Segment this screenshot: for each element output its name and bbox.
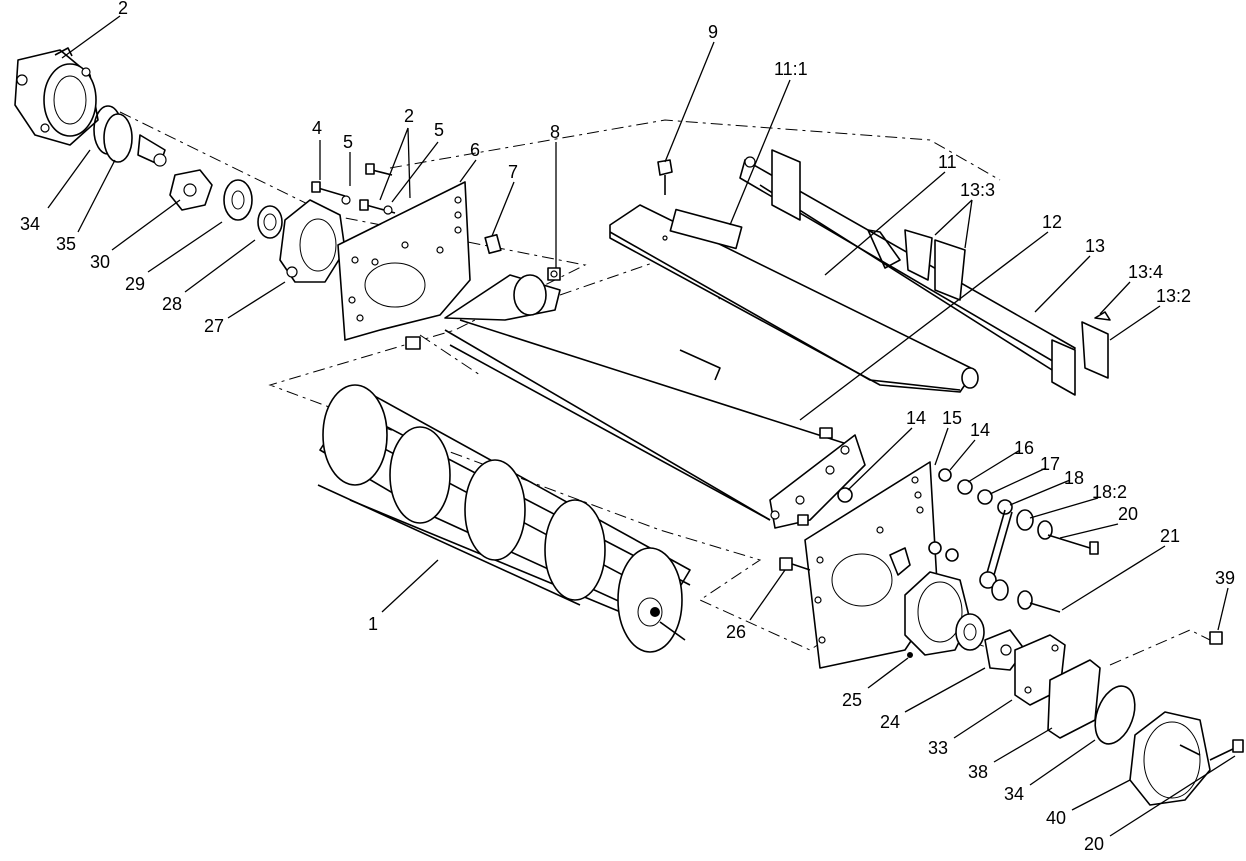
callout-14-left: 14 <box>906 408 926 428</box>
motor-housing <box>14 47 99 146</box>
callout-12: 12 <box>1042 212 1062 232</box>
callout-2-mid: 2 <box>404 106 414 126</box>
callout-5-right: 5 <box>434 120 444 140</box>
callout-17: 17 <box>1040 454 1060 474</box>
callout-20-bottom: 20 <box>1084 834 1104 854</box>
bolt-9 <box>657 159 673 241</box>
callout-13: 13 <box>1085 236 1105 256</box>
callout-14-right: 14 <box>970 420 990 440</box>
bar-13 <box>739 149 1111 396</box>
gasket-35 <box>103 113 133 163</box>
callout-2-top: 2 <box>118 0 128 18</box>
bolt-26 <box>779 557 811 571</box>
cover-40 <box>1129 711 1211 806</box>
spacer-7 <box>484 233 502 255</box>
callout-33: 33 <box>928 738 948 758</box>
callout-25: 25 <box>842 690 862 710</box>
callout-13-4: 13:4 <box>1128 262 1163 282</box>
callout-labels: 2 34 35 30 29 28 27 4 5 2 5 6 7 8 9 11:1… <box>20 0 1235 854</box>
bearing-28 <box>257 205 283 239</box>
callout-1: 1 <box>368 614 378 634</box>
callout-24: 24 <box>880 712 900 732</box>
spider-coupling-29 <box>169 169 213 211</box>
callout-5-left: 5 <box>343 132 353 152</box>
callout-27: 27 <box>204 316 224 336</box>
callout-35: 35 <box>56 234 76 254</box>
callout-28: 28 <box>162 294 182 314</box>
callout-9: 9 <box>708 22 718 42</box>
leader-lines <box>47 15 1236 837</box>
callout-6: 6 <box>470 140 480 160</box>
callout-38: 38 <box>968 762 988 782</box>
callout-34-right: 34 <box>1004 784 1024 804</box>
nut-8 <box>547 267 561 281</box>
frame-12 <box>444 274 866 529</box>
callout-18: 18 <box>1064 468 1084 488</box>
callout-7: 7 <box>508 162 518 182</box>
side-plate-left-6 <box>337 181 471 350</box>
callout-13-3: 13:3 <box>960 180 995 200</box>
callout-18-2: 18:2 <box>1092 482 1127 502</box>
callout-34-left: 34 <box>20 214 40 234</box>
callout-40: 40 <box>1046 808 1066 828</box>
bolts-upper <box>311 163 396 215</box>
coupler-30 <box>137 134 167 167</box>
callout-16: 16 <box>1014 438 1034 458</box>
callout-11: 11 <box>938 152 957 172</box>
callout-29: 29 <box>125 274 145 294</box>
callout-15: 15 <box>942 408 962 428</box>
reel-1 <box>317 384 691 653</box>
o-ring-34-right <box>1094 685 1136 745</box>
hub-29 <box>223 179 253 221</box>
callout-11-1: 11:1 <box>774 59 808 79</box>
callout-13-2: 13:2 <box>1156 286 1191 306</box>
callout-26: 26 <box>726 622 746 642</box>
callout-30: 30 <box>90 252 110 272</box>
callout-21: 21 <box>1160 526 1180 546</box>
bearing-housing-27 <box>279 199 346 283</box>
callout-20-mid: 20 <box>1118 504 1138 524</box>
callout-39: 39 <box>1215 568 1235 588</box>
callout-4: 4 <box>312 118 322 138</box>
bolt-20-right <box>1209 739 1244 761</box>
callout-8: 8 <box>550 122 560 142</box>
hardware-14-18 <box>797 468 1099 613</box>
bedknife-11 <box>609 204 979 393</box>
bolt-39 <box>1209 631 1223 645</box>
